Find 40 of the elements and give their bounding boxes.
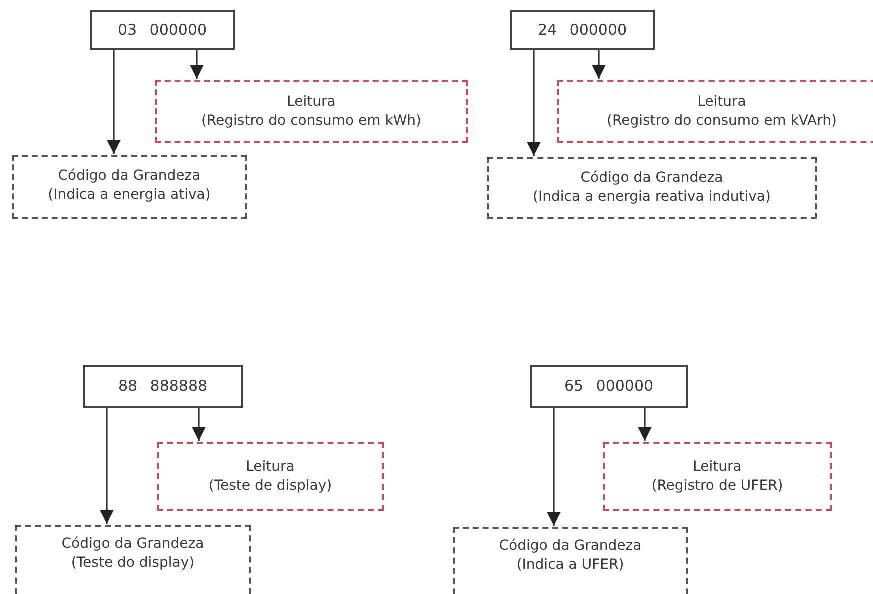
quantity-code-box (15, 525, 251, 594)
box-title: Código da Grandeza (58, 167, 201, 186)
meter-display-box (510, 10, 655, 50)
box-description: (Registro do consumo em kVArh) (607, 112, 837, 130)
box-title: Leitura (287, 92, 336, 112)
meter-display-box (90, 10, 235, 50)
box-title: Código da Grandeza (499, 537, 642, 556)
reading-box (155, 80, 468, 143)
box-title: Leitura (693, 458, 742, 476)
reading-box (557, 80, 873, 143)
reading-box (603, 442, 832, 511)
arrow (190, 50, 204, 79)
box-description: (Registro do consumo em kWh) (201, 112, 422, 130)
box-description: (Indica a energia ativa) (48, 186, 211, 205)
arrow (107, 50, 121, 154)
box-title: Leitura (246, 458, 295, 476)
meter-reading-value: 88 888888 (118, 377, 208, 396)
arrow (547, 408, 561, 526)
meter-reading-value: 65 000000 (564, 377, 654, 396)
box-description: (Indica a energia reativa indutiva) (533, 188, 771, 207)
box-description: (Teste de display) (208, 476, 332, 496)
box-title: Código da Grandeza (580, 169, 724, 188)
box-description: (Teste do display) (71, 554, 195, 573)
arrow (192, 408, 206, 441)
meter-reading-value: 24 000000 (538, 20, 628, 40)
box-description: (Registro de UFER) (652, 476, 784, 496)
meter-reading-value: 03 000000 (118, 20, 208, 40)
arrow (100, 408, 114, 524)
arrow (527, 50, 541, 156)
meter-display-box (530, 365, 688, 408)
quantity-code-box (453, 527, 688, 594)
quantity-code-box (12, 155, 247, 219)
box-description: (Indica a UFER) (516, 556, 624, 575)
meter-display-box (83, 365, 243, 408)
arrow (592, 50, 606, 79)
box-title: Leitura (698, 92, 746, 112)
arrow (638, 408, 652, 441)
box-title: Código da Grandeza (62, 535, 204, 554)
quantity-code-box (487, 157, 817, 219)
reading-box (157, 442, 384, 511)
